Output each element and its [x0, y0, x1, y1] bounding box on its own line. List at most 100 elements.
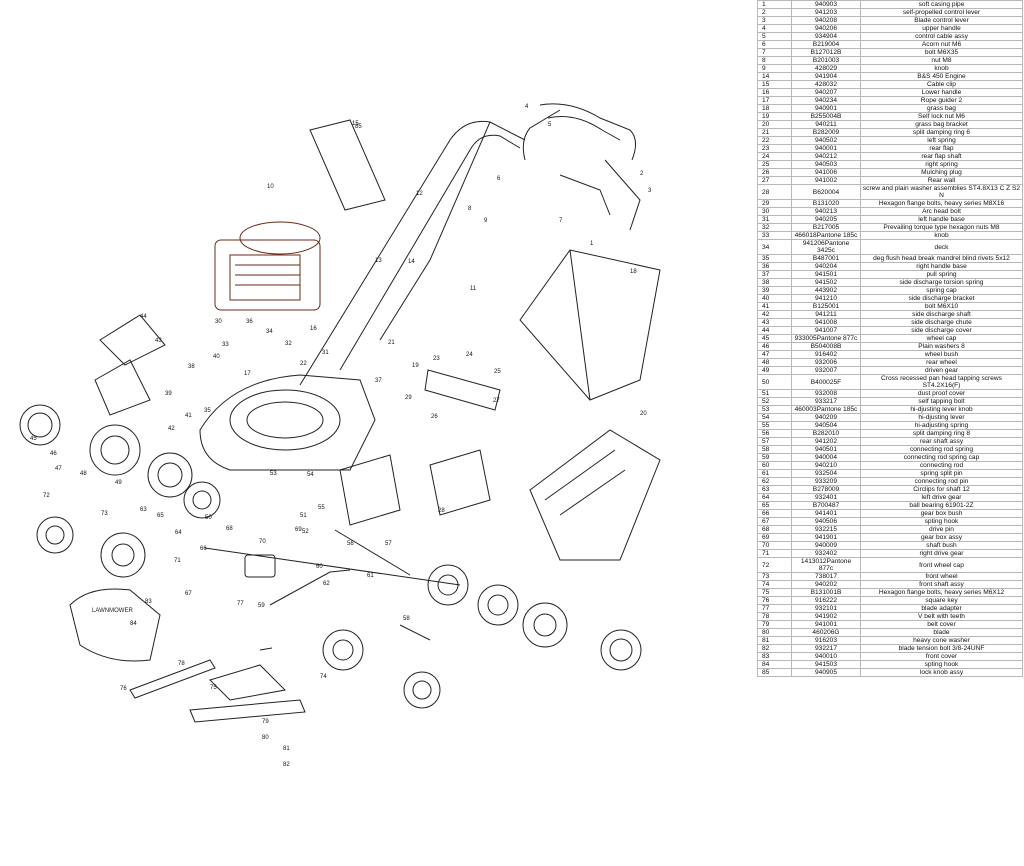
part-code: 933209 [791, 477, 861, 486]
part-desc: side discharge torsion spring [860, 278, 1023, 287]
part-num: 15 [757, 80, 792, 89]
callout-number: 41 [185, 413, 192, 419]
callout-number: 84 [130, 621, 137, 627]
part-desc: control cable assy [860, 32, 1023, 41]
deck [199, 374, 376, 471]
part-num: 35 [757, 254, 792, 263]
part-code: 932217 [791, 644, 861, 653]
part-num: 57 [757, 437, 792, 446]
part-num: 23 [757, 144, 792, 153]
part-num: 49 [757, 366, 792, 375]
part-code: 940009 [791, 541, 861, 550]
part-code: 940210 [791, 461, 861, 470]
part-desc: front shaft assy [860, 580, 1023, 589]
part-num: 79 [757, 620, 792, 629]
part-num: 85 [757, 668, 792, 677]
callout-number: 76 [120, 686, 127, 692]
callout-number: 63 [140, 507, 147, 513]
part-desc: rear flap shaft [860, 152, 1023, 161]
part-num: 3 [757, 16, 792, 25]
part-num: 6 [757, 40, 792, 49]
part-desc: rear wheel [860, 358, 1023, 367]
part-desc: Plain washers 8 [860, 342, 1023, 351]
part-desc: hi-adjusting spring [860, 421, 1023, 430]
part-desc: driven gear [860, 366, 1023, 375]
part-code: 940202 [791, 580, 861, 589]
callout-number: 59 [258, 603, 265, 609]
callout-number: 15 [352, 121, 359, 127]
part-code: B131001B [791, 588, 861, 597]
part-desc: bolt M6X10 [860, 302, 1023, 311]
part-desc: Cable clip [860, 80, 1023, 89]
part-code: 940208 [791, 16, 861, 25]
part-desc: blade tension bolt 3/8-24UNF [860, 644, 1023, 653]
part-desc: side discharge shaft [860, 310, 1023, 319]
part-num: 9 [757, 64, 792, 73]
part-desc: front wheel cap [860, 557, 1023, 573]
part-desc: drive pin [860, 525, 1023, 534]
part-num: 17 [757, 96, 792, 105]
callout-number: 39 [165, 391, 172, 397]
callout-number: 67 [185, 591, 192, 597]
part-desc: spting hook [860, 517, 1023, 526]
part-desc: Hexagon flange bolts, heavy series M6X12 [860, 588, 1023, 597]
part-code: 941211 [791, 310, 861, 319]
part-desc: blade adapter [860, 604, 1023, 613]
part-num: 84 [757, 660, 792, 669]
callout-number: 49 [115, 480, 122, 486]
part-desc: left handle base [860, 215, 1023, 224]
part-desc: nut M8 [860, 56, 1023, 65]
part-code: 941202 [791, 437, 861, 446]
part-code: 941502 [791, 278, 861, 287]
part-num: 62 [757, 477, 792, 486]
part-desc: split damping ring 6 [860, 128, 1023, 137]
callout-number: 13 [375, 258, 382, 264]
callout-number: 62 [323, 581, 330, 587]
callout-number: 10 [267, 184, 274, 190]
part-code: 940905 [791, 668, 861, 677]
callout-number: 71 [174, 558, 181, 564]
callout-number: 24 [466, 352, 473, 358]
callout-number: 18 [630, 269, 637, 275]
part-code: 940504 [791, 421, 861, 430]
part-num: 1 [757, 0, 792, 9]
part-code: B125001 [791, 302, 861, 311]
part-desc: knob [860, 64, 1023, 73]
callout-number: 34 [266, 329, 273, 335]
callout-number: 40 [213, 354, 220, 360]
part-desc: soft casing pipe [860, 0, 1023, 9]
part-desc: hi-djusting lever knob [860, 405, 1023, 414]
part-desc: side discharge chute [860, 318, 1023, 327]
part-code: 941006 [791, 168, 861, 177]
part-num: 74 [757, 580, 792, 589]
callout-number: 50 [205, 515, 212, 521]
part-num: 2 [757, 8, 792, 17]
part-code: 940212 [791, 152, 861, 161]
part-desc: spring cap [860, 286, 1023, 295]
callout-number: 57 [385, 541, 392, 547]
part-desc: self-propelled control lever [860, 8, 1023, 17]
part-code: 940004 [791, 453, 861, 462]
part-code: 940502 [791, 136, 861, 145]
callout-number: 17 [244, 371, 251, 377]
part-num: 55 [757, 421, 792, 430]
callout-number: 21 [388, 340, 395, 346]
blade-and-belt [129, 647, 306, 723]
part-code: 941401 [791, 509, 861, 518]
part-code: 916222 [791, 596, 861, 605]
